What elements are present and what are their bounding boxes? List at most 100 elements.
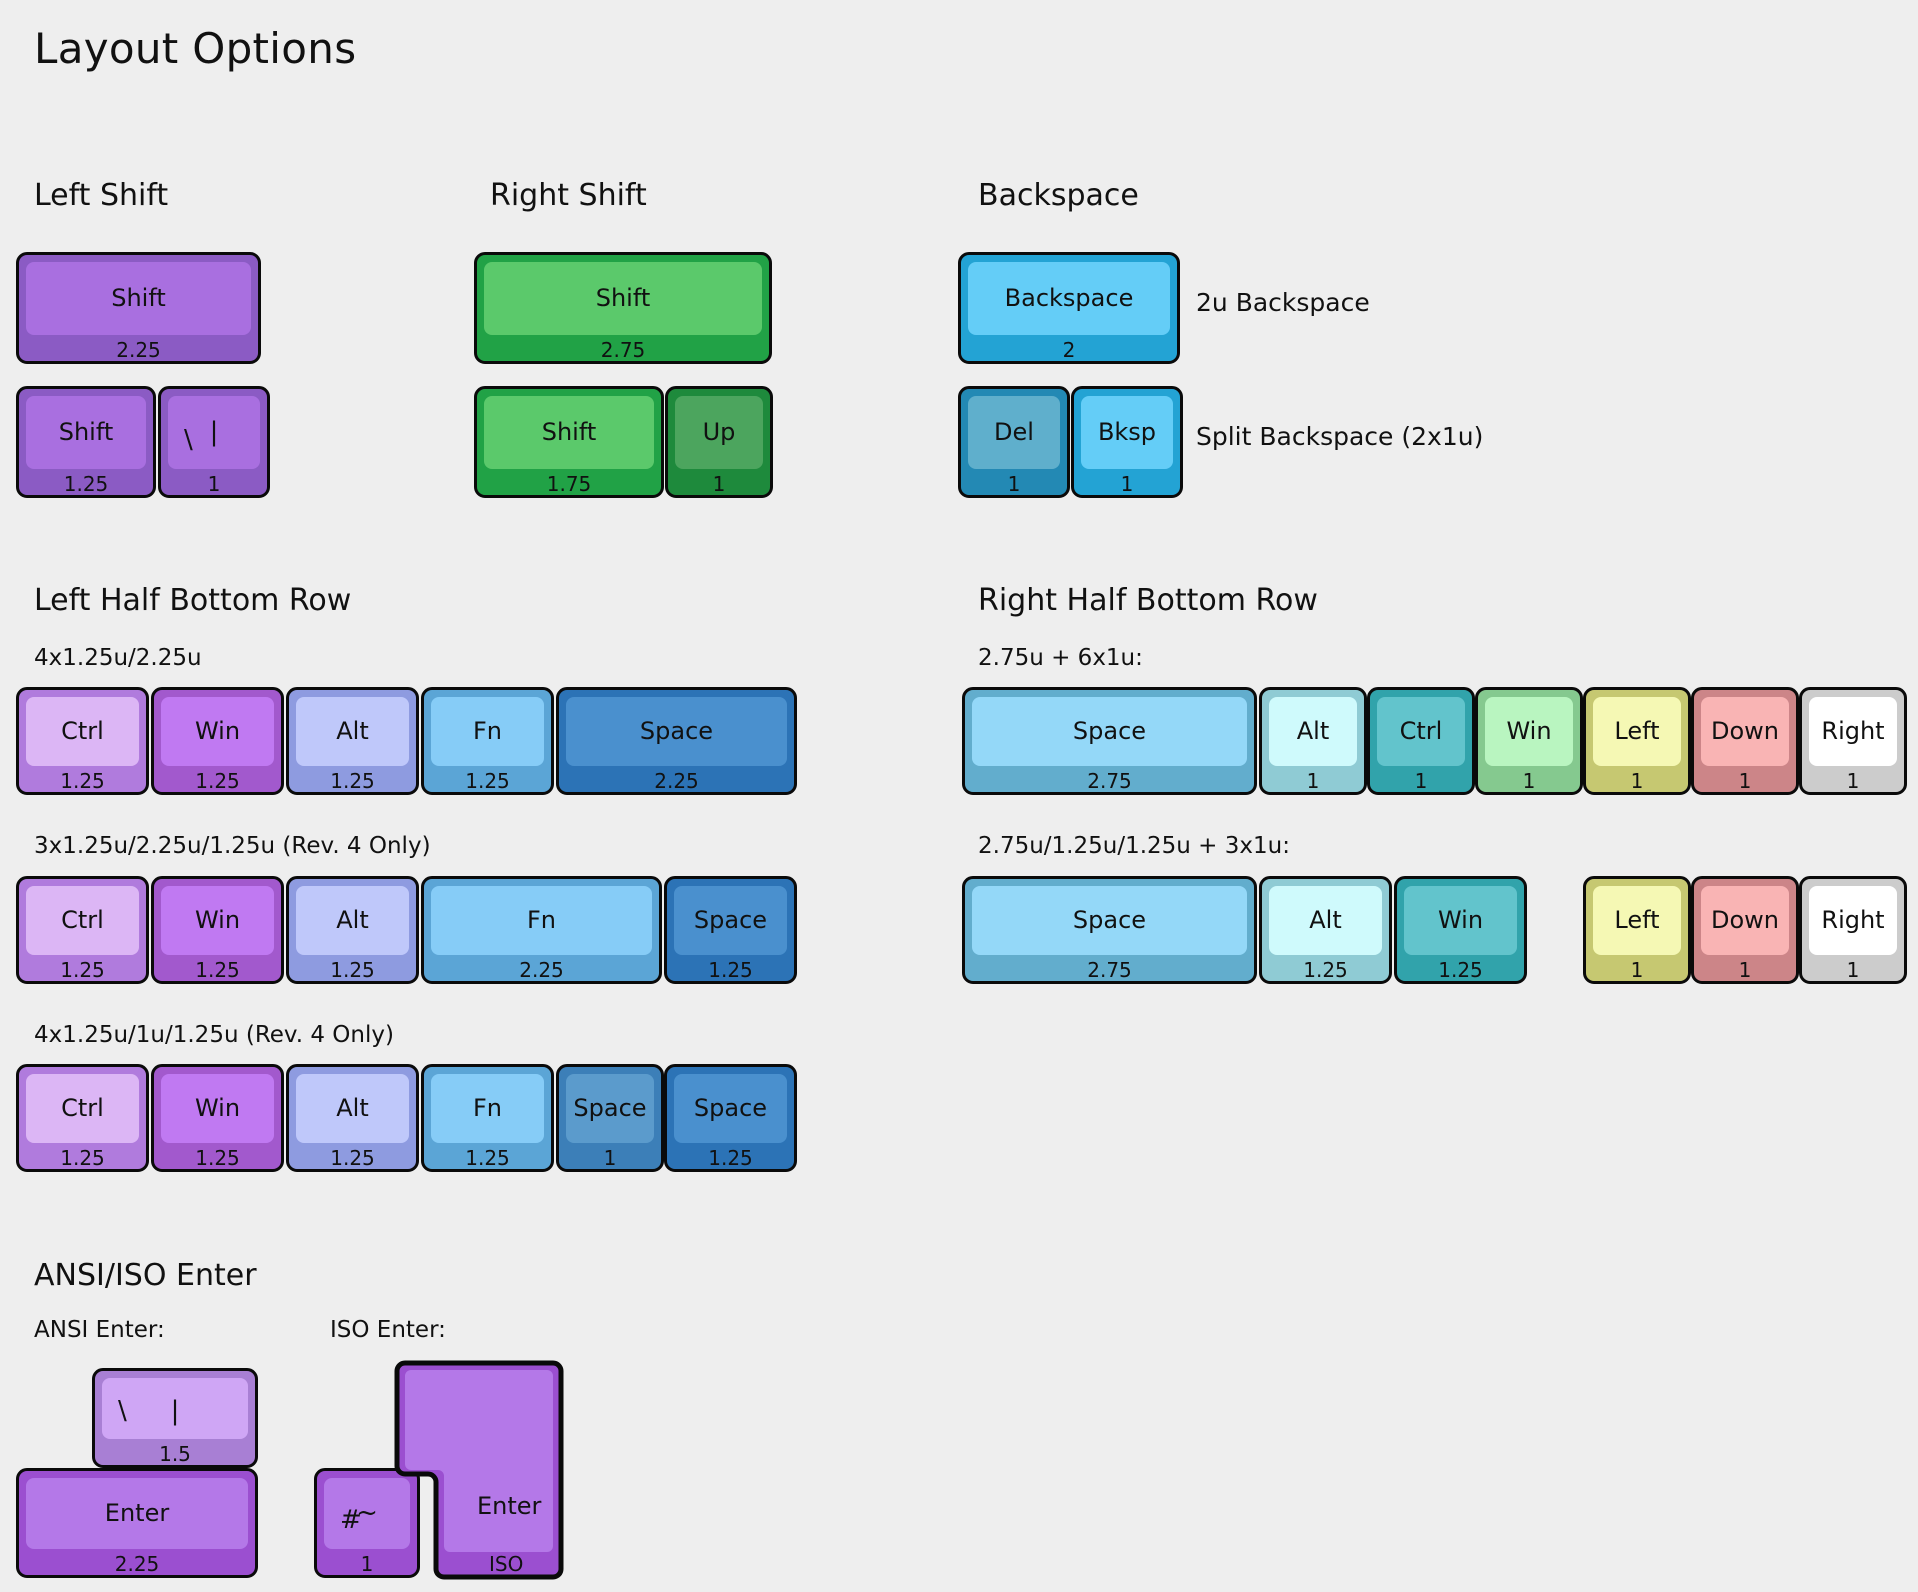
key-lb2-fn[interactable]: Fn 2.25 xyxy=(421,876,662,984)
key-lb1-win[interactable]: Win 1.25 xyxy=(151,687,284,795)
key-lb3-win[interactable]: Win 1.25 xyxy=(151,1064,284,1172)
key-right-shift-2_75[interactable]: Shift 2.75 xyxy=(474,252,772,364)
key-rb2-right[interactable]: Right 1 xyxy=(1799,876,1907,984)
key-lb2-win[interactable]: Win 1.25 xyxy=(151,876,284,984)
key-unit-label: 1.25 xyxy=(330,1146,375,1170)
key-legend: Down xyxy=(1710,716,1779,745)
key-unit-label: 1 xyxy=(207,472,221,496)
key-legend: Shift xyxy=(541,417,597,446)
key-unit-label: 1.25 xyxy=(60,958,105,982)
key-unit-label: 1.25 xyxy=(330,769,375,793)
key-lb2-ctrl[interactable]: Ctrl 1.25 xyxy=(16,876,149,984)
key-legend-bottom: \ xyxy=(118,1396,127,1427)
key-legend: Space xyxy=(693,905,768,934)
key-legend: Win xyxy=(1437,905,1484,934)
key-legend-dual: | \ xyxy=(182,404,246,461)
key-bksp-1u[interactable]: Bksp 1 xyxy=(1071,386,1183,498)
key-legend-top: | xyxy=(209,416,219,447)
key-legend: Left xyxy=(1614,905,1660,934)
key-unit-label: 1.25 xyxy=(195,1146,240,1170)
key-legend: Backspace xyxy=(1004,283,1134,312)
key-lb1-ctrl[interactable]: Ctrl 1.25 xyxy=(16,687,149,795)
key-legend-top: ~ xyxy=(356,1498,378,1529)
key-unit-label: 1.25 xyxy=(708,1146,753,1170)
key-rb1-right[interactable]: Right 1 xyxy=(1799,687,1907,795)
key-unit-label: 2.75 xyxy=(1087,769,1132,793)
key-rb1-win[interactable]: Win 1 xyxy=(1475,687,1583,795)
key-legend: Right xyxy=(1821,905,1885,934)
key-lb1-space[interactable]: Space 2.25 xyxy=(556,687,797,795)
key-rb2-left[interactable]: Left 1 xyxy=(1583,876,1691,984)
key-unit-label: 1 xyxy=(1522,769,1536,793)
variant-label-left-3: 4x1.25u/1u/1.25u (Rev. 4 Only) xyxy=(34,1022,394,1048)
key-lb2-alt[interactable]: Alt 1.25 xyxy=(286,876,419,984)
key-lb3-fn[interactable]: Fn 1.25 xyxy=(421,1064,554,1172)
key-unit-label: 1.75 xyxy=(546,472,592,496)
key-unit-label: 1.25 xyxy=(1303,958,1348,982)
key-ansi-backslash-1_5u[interactable]: | \ 1.5 xyxy=(92,1368,258,1468)
label-iso-enter: ISO Enter: xyxy=(330,1317,446,1343)
key-legend-bottom: # xyxy=(340,1505,362,1536)
key-rb2-space[interactable]: Space 2.75 xyxy=(962,876,1257,984)
key-lb3-space-1u[interactable]: Space 1 xyxy=(556,1064,664,1172)
keycap-surface: Space xyxy=(972,886,1247,955)
key-iso-hash-1u[interactable]: ~ # 1 xyxy=(314,1468,420,1578)
page-title: Layout Options xyxy=(34,24,357,73)
keycap-surface: Fn xyxy=(431,886,652,955)
key-legend: Fn xyxy=(472,1093,502,1122)
key-unit-label: 1.25 xyxy=(465,769,510,793)
key-lb1-fn[interactable]: Fn 1.25 xyxy=(421,687,554,795)
key-lb3-alt[interactable]: Alt 1.25 xyxy=(286,1064,419,1172)
key-iso-enter[interactable]: Enter ISO xyxy=(394,1360,564,1580)
keycap-surface: Win xyxy=(161,697,274,766)
key-rb2-win[interactable]: Win 1.25 xyxy=(1394,876,1527,984)
key-up-arrow-1u[interactable]: Up 1 xyxy=(665,386,773,498)
key-unit-label: 1.25 xyxy=(63,472,109,496)
variant-label-left-1: 4x1.25u/2.25u xyxy=(34,645,202,671)
key-legend: Right xyxy=(1821,716,1885,745)
keycap-surface: Left xyxy=(1593,697,1681,766)
key-lb1-alt[interactable]: Alt 1.25 xyxy=(286,687,419,795)
keycap-surface: ~ # xyxy=(324,1478,410,1549)
key-unit-label: 2.25 xyxy=(654,769,699,793)
key-unit-label: 1.25 xyxy=(195,769,240,793)
key-rb2-down[interactable]: Down 1 xyxy=(1691,876,1799,984)
key-unit-label: 2.75 xyxy=(600,338,646,362)
key-lb3-space-1_25u[interactable]: Space 1.25 xyxy=(664,1064,797,1172)
key-legend: Space xyxy=(639,716,714,745)
key-ansi-enter-2_25u[interactable]: Enter 2.25 xyxy=(16,1468,258,1578)
keycap-surface: Ctrl xyxy=(26,1074,139,1143)
keycap-surface: Win xyxy=(161,886,274,955)
key-lb2-space[interactable]: Space 1.25 xyxy=(664,876,797,984)
key-backspace-2u[interactable]: Backspace 2 xyxy=(958,252,1180,364)
keycap-surface: Shift xyxy=(26,396,146,469)
key-rb1-alt[interactable]: Alt 1 xyxy=(1259,687,1367,795)
key-unit-label: 1 xyxy=(1846,769,1860,793)
keycap-surface: Del xyxy=(968,396,1060,469)
key-rb2-alt[interactable]: Alt 1.25 xyxy=(1259,876,1392,984)
key-legend-bottom: \ xyxy=(184,424,193,455)
keycap-surface: Down xyxy=(1701,697,1789,766)
iso-enter-shape xyxy=(394,1360,564,1580)
key-unit-label: 1 xyxy=(360,1552,374,1576)
caption-split-backspace: Split Backspace (2x1u) xyxy=(1196,422,1484,451)
key-rb1-left[interactable]: Left 1 xyxy=(1583,687,1691,795)
key-rb1-ctrl[interactable]: Ctrl 1 xyxy=(1367,687,1475,795)
keycap-surface: Ctrl xyxy=(1377,697,1465,766)
key-legend: Space xyxy=(1072,905,1147,934)
key-left-backslash-1u[interactable]: | \ 1 xyxy=(158,386,270,498)
key-rb1-down[interactable]: Down 1 xyxy=(1691,687,1799,795)
key-legend-dual: ~ # xyxy=(338,1486,396,1541)
keycap-surface: Space xyxy=(566,1074,654,1143)
key-legend: Space xyxy=(1072,716,1147,745)
key-rb1-space[interactable]: Space 2.75 xyxy=(962,687,1257,795)
key-unit-label: 1.25 xyxy=(195,958,240,982)
key-left-shift-2_25[interactable]: Shift 2.25 xyxy=(16,252,261,364)
key-right-shift-1_75[interactable]: Shift 1.75 xyxy=(474,386,664,498)
key-left-shift-1_25[interactable]: Shift 1.25 xyxy=(16,386,156,498)
key-lb3-ctrl[interactable]: Ctrl 1.25 xyxy=(16,1064,149,1172)
key-del-1u[interactable]: Del 1 xyxy=(958,386,1070,498)
key-unit-label: 1 xyxy=(1738,958,1752,982)
key-legend-dual: | \ xyxy=(116,1386,234,1431)
key-legend: Ctrl xyxy=(1399,716,1443,745)
